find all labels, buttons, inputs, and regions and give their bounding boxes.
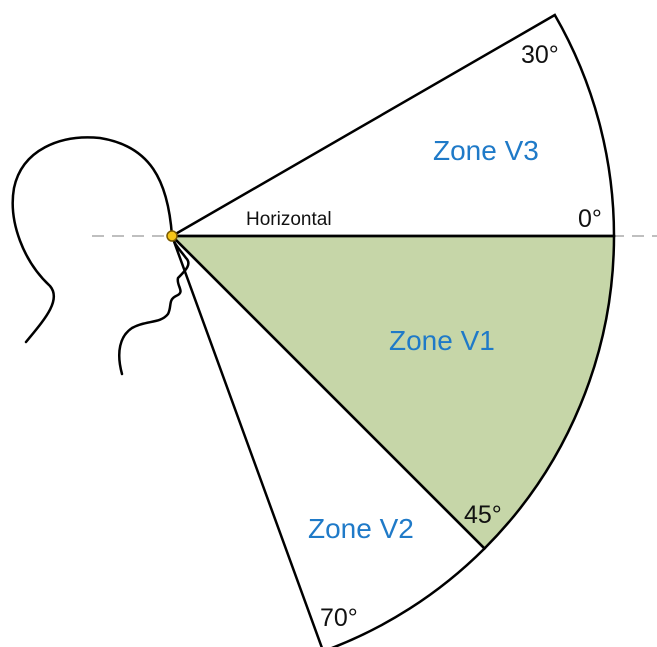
zone-v2-sector	[170, 235, 487, 647]
zone-v1-sector	[168, 234, 616, 551]
horizontal-label: Horizontal	[246, 209, 332, 230]
zone-v1-label: Zone V1	[389, 325, 495, 356]
eye-point	[166, 230, 178, 242]
angle-label-30: 30°	[521, 41, 559, 69]
angle-label-45: 45°	[464, 501, 502, 529]
angle-label-0: 0°	[578, 205, 602, 233]
head-profile	[11, 136, 190, 376]
zone-v3-sector	[167, 13, 616, 238]
zone-v2-label: Zone V2	[308, 513, 414, 544]
angle-label-70: 70°	[320, 604, 358, 632]
zone-v3-label: Zone V3	[433, 135, 539, 166]
